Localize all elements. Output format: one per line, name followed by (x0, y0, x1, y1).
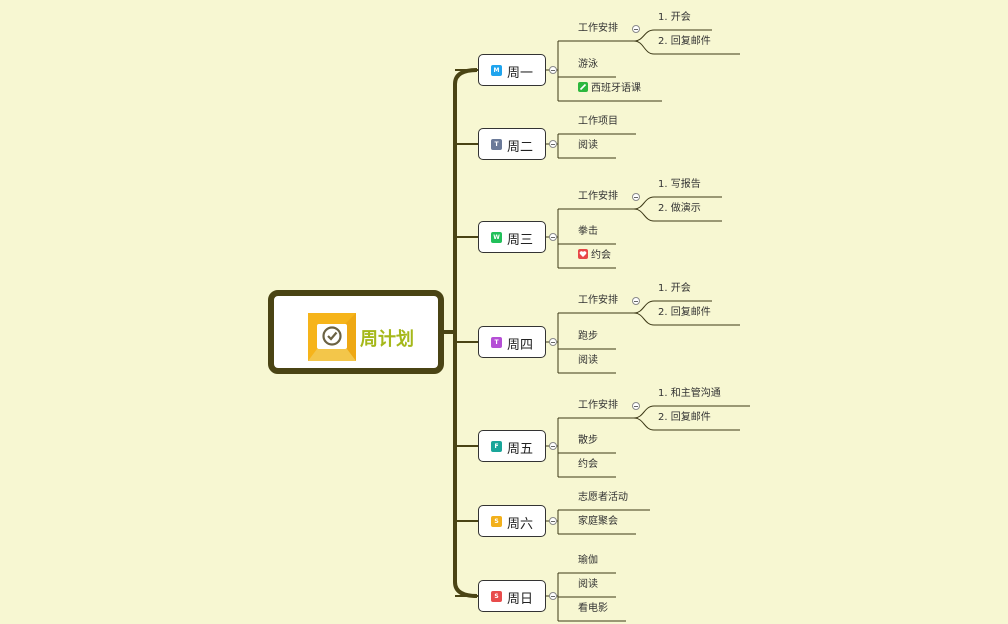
topic-item[interactable]: 阅读 (578, 139, 598, 153)
collapse-toggle[interactable] (549, 517, 557, 525)
sub-connector (633, 208, 655, 222)
day-node[interactable]: T 周二 (478, 128, 546, 160)
topic-item[interactable]: 工作安排 (578, 22, 618, 36)
collapse-toggle[interactable] (632, 402, 640, 410)
topic-label: 工作安排 (578, 191, 618, 202)
topic-item[interactable]: 约会 (578, 249, 611, 263)
subtopic-item[interactable]: 2. 回复邮件 (658, 36, 711, 47)
topic-item[interactable]: 西班牙语课 (578, 82, 641, 96)
collapse-toggle[interactable] (549, 233, 557, 241)
topic-label: 瑜伽 (578, 555, 598, 566)
topic-label: 工作安排 (578, 295, 618, 306)
sub-connector (633, 300, 655, 314)
topic-item[interactable]: 看电影 (578, 602, 608, 616)
topic-label: 工作项目 (578, 116, 618, 127)
main-spine (453, 68, 478, 598)
subtopic-item[interactable]: 1. 开会 (658, 12, 691, 23)
topic-label: 西班牙语课 (591, 83, 641, 94)
topic-label: 志愿者活动 (578, 492, 628, 503)
day-node[interactable]: M 周一 (478, 54, 546, 86)
topic-label: 游泳 (578, 59, 598, 70)
topic-label: 散步 (578, 435, 598, 446)
topic-item[interactable]: 工作安排 (578, 294, 618, 308)
day-badge-icon: M (491, 65, 502, 76)
collapse-toggle[interactable] (549, 140, 557, 148)
collapse-toggle[interactable] (632, 297, 640, 305)
day-label: 周三 (507, 233, 534, 248)
sub-connector (633, 196, 655, 210)
topic-item[interactable]: 家庭聚会 (578, 515, 618, 529)
day-node[interactable]: F 周五 (478, 430, 546, 462)
day-label: 周一 (507, 66, 534, 81)
check-note-icon (308, 313, 356, 361)
sub-connector (633, 417, 655, 431)
topic-label: 看电影 (578, 603, 608, 614)
topic-label: 工作安排 (578, 400, 618, 411)
topic-item[interactable]: 跑步 (578, 330, 598, 344)
sub-connector (633, 40, 655, 55)
topic-label: 阅读 (578, 140, 598, 151)
day-label: 周六 (507, 517, 534, 532)
topic-label: 家庭聚会 (578, 516, 618, 527)
day-node[interactable]: W 周三 (478, 221, 546, 253)
day-badge-icon: T (491, 337, 502, 348)
subtopic-item[interactable]: 1. 和主管沟通 (658, 388, 721, 399)
topic-item[interactable]: 阅读 (578, 354, 598, 368)
topic-label: 阅读 (578, 579, 598, 590)
topic-item[interactable]: 拳击 (578, 225, 598, 239)
subtopic-item[interactable]: 1. 开会 (658, 283, 691, 294)
collapse-toggle[interactable] (632, 25, 640, 33)
collapse-toggle[interactable] (632, 193, 640, 201)
day-label: 周二 (507, 140, 534, 155)
topic-item[interactable]: 志愿者活动 (578, 491, 628, 505)
topic-label: 约会 (578, 459, 598, 470)
day-node[interactable]: T 周四 (478, 326, 546, 358)
topic-label: 约会 (591, 250, 611, 261)
topic-item[interactable]: 瑜伽 (578, 554, 598, 568)
day-badge-icon: T (491, 139, 502, 150)
sub-connector (633, 312, 655, 326)
topic-item[interactable]: 工作项目 (578, 115, 618, 129)
day-label: 周四 (507, 338, 534, 353)
topic-item[interactable]: 游泳 (578, 58, 598, 72)
topic-item[interactable]: 工作安排 (578, 190, 618, 204)
collapse-toggle[interactable] (549, 442, 557, 450)
subtopic-item[interactable]: 2. 做演示 (658, 203, 701, 214)
root-topic[interactable]: 周计划 (268, 290, 444, 374)
collapse-toggle[interactable] (549, 592, 557, 600)
sub-connector (633, 29, 655, 42)
pencil-icon (578, 82, 588, 92)
day-badge-icon: W (491, 232, 502, 243)
collapse-toggle[interactable] (549, 66, 557, 74)
topic-item[interactable]: 工作安排 (578, 399, 618, 413)
topic-item[interactable]: 散步 (578, 434, 598, 448)
day-badge-icon: S (491, 591, 502, 602)
topic-label: 跑步 (578, 331, 598, 342)
subtopic-item[interactable]: 2. 回复邮件 (658, 307, 711, 318)
topic-label: 工作安排 (578, 23, 618, 34)
day-badge-icon: S (491, 516, 502, 527)
day-node[interactable]: S 周日 (478, 580, 546, 612)
root-title: 周计划 (360, 329, 414, 350)
day-node[interactable]: S 周六 (478, 505, 546, 537)
sub-connector (633, 405, 655, 419)
topic-item[interactable]: 阅读 (578, 578, 598, 592)
collapse-toggle[interactable] (549, 338, 557, 346)
day-badge-icon: F (491, 441, 502, 452)
topic-label: 拳击 (578, 226, 598, 237)
topic-item[interactable]: 约会 (578, 458, 598, 472)
day-label: 周五 (507, 442, 534, 457)
topic-label: 阅读 (578, 355, 598, 366)
subtopic-item[interactable]: 1. 写报告 (658, 179, 701, 190)
subtopic-item[interactable]: 2. 回复邮件 (658, 412, 711, 423)
heart-icon (578, 249, 588, 259)
day-label: 周日 (507, 592, 534, 607)
